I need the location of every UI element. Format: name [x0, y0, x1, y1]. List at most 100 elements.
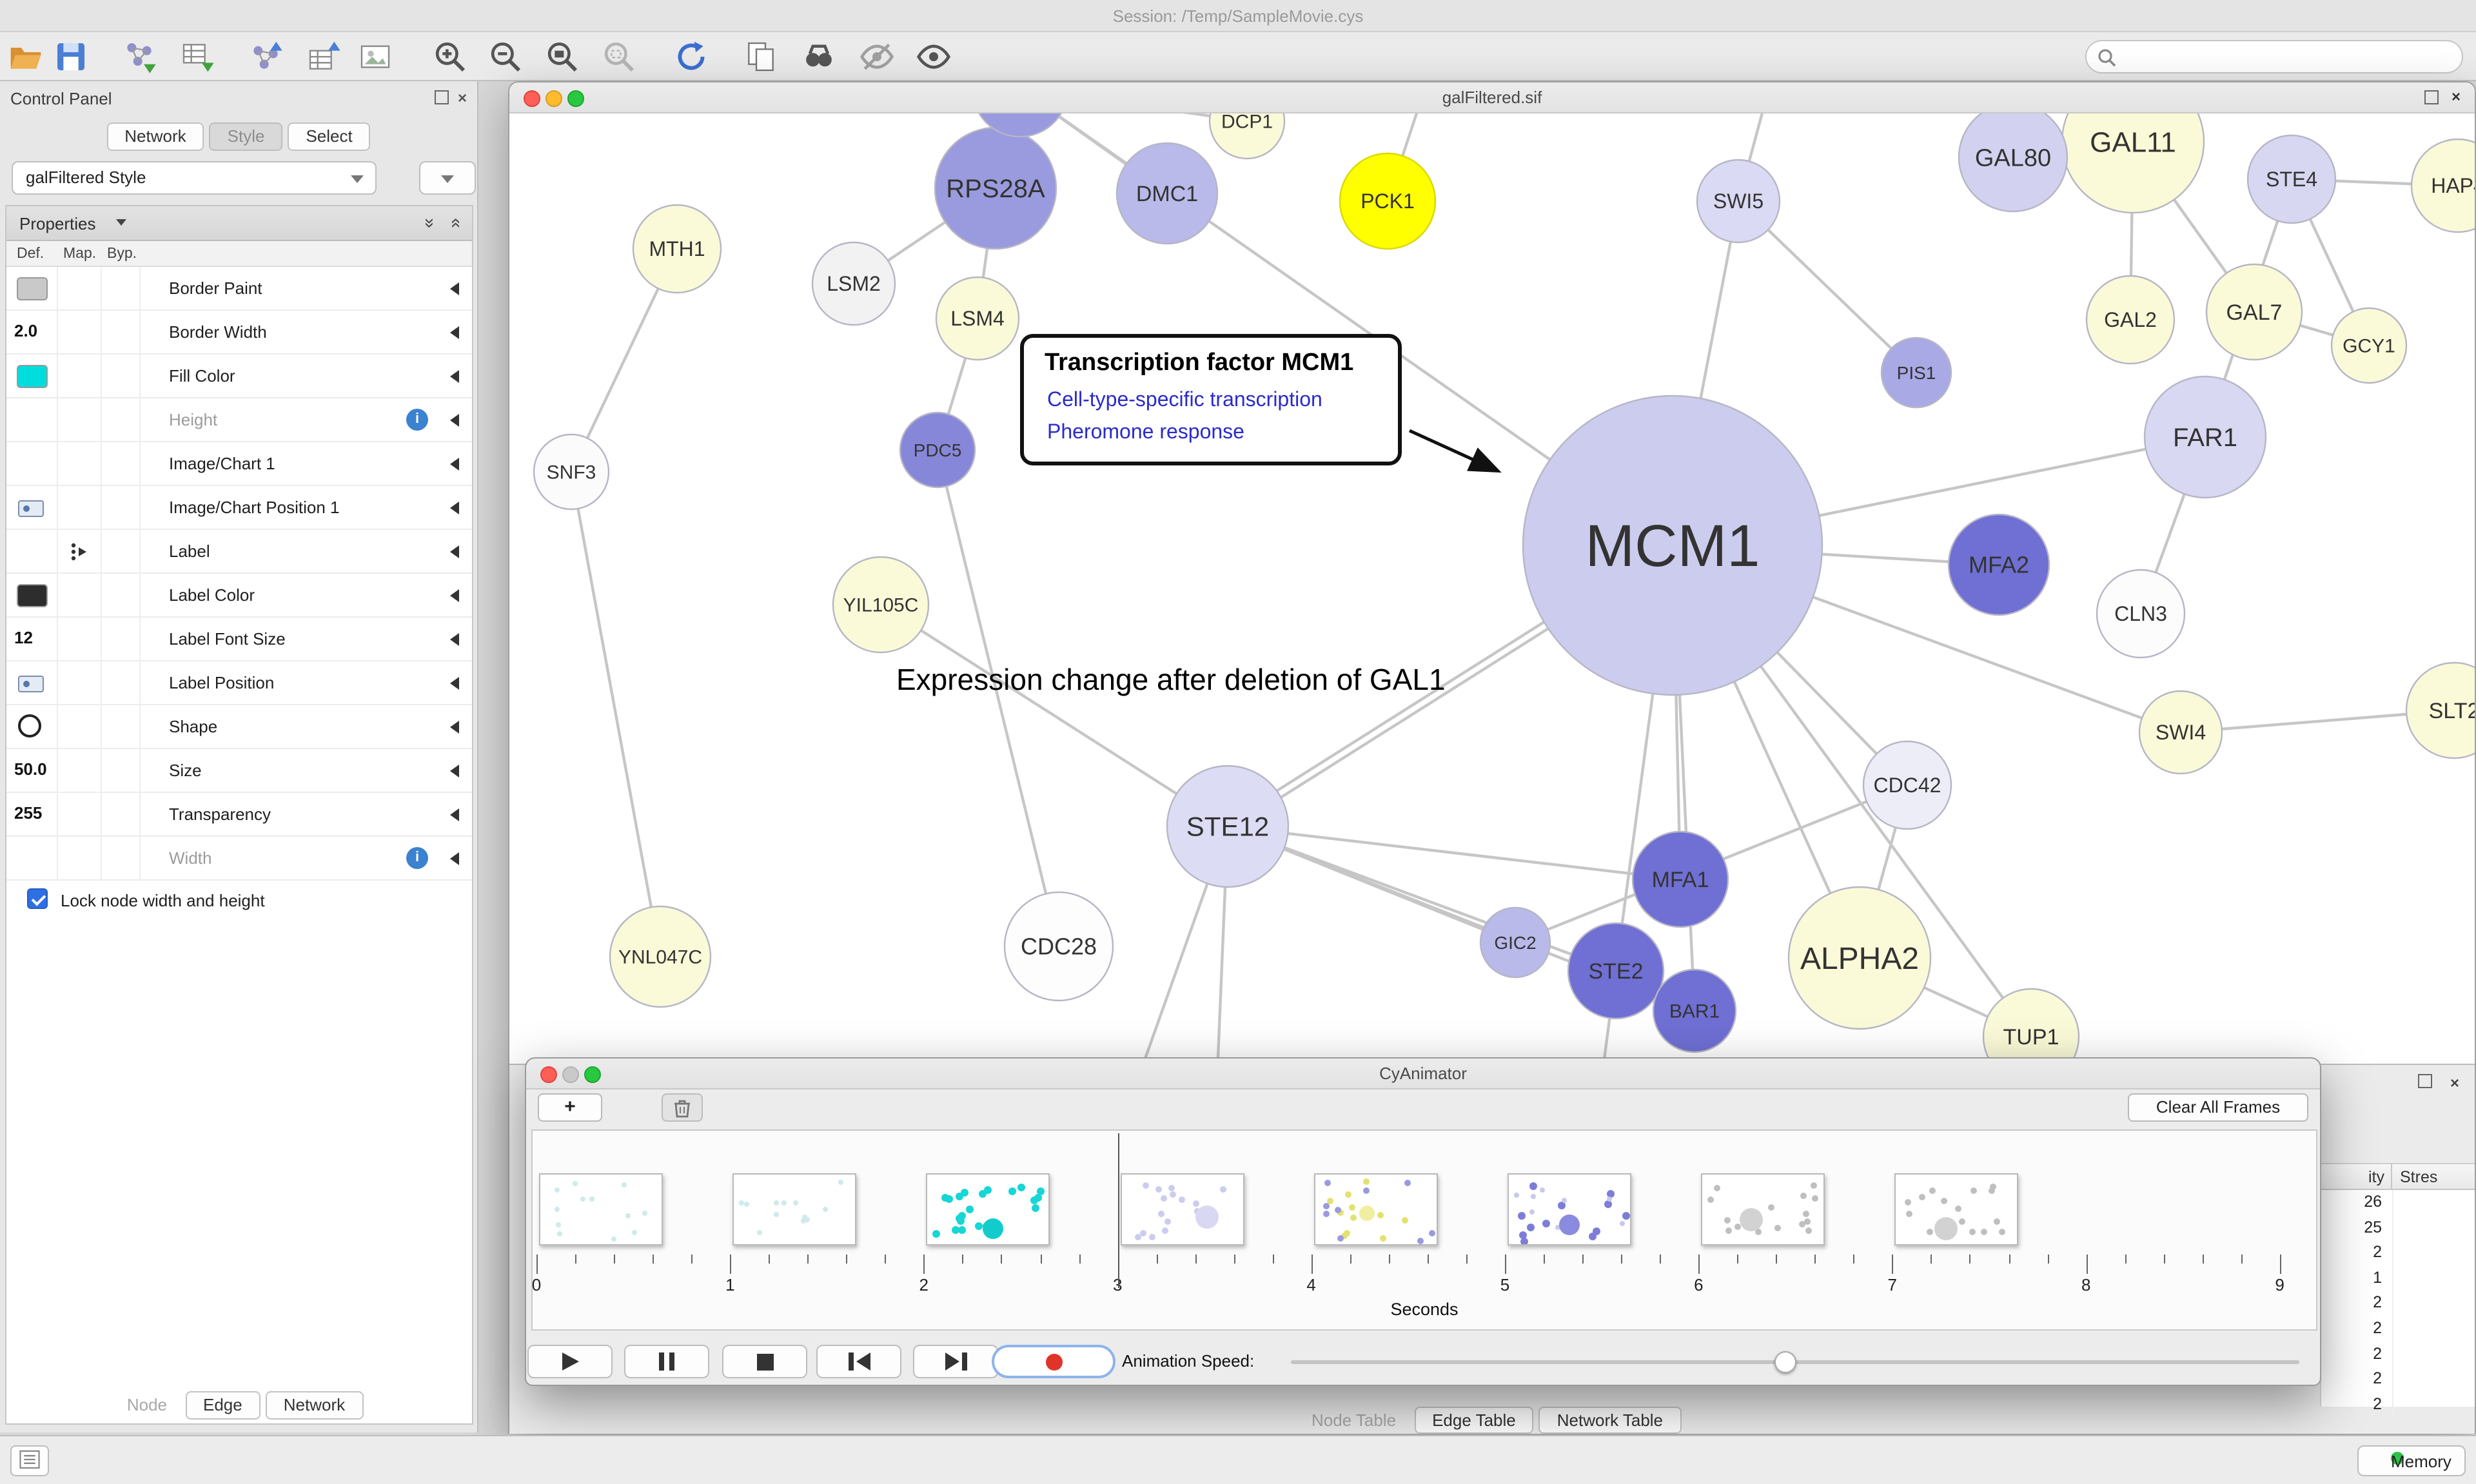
zoom-in-icon[interactable]: [432, 39, 468, 75]
tab-network-bottom[interactable]: Network: [265, 1391, 364, 1420]
timeline-panel[interactable]: 0123456789 Seconds: [531, 1129, 2317, 1331]
network-node-clipped[interactable]: [972, 113, 1068, 138]
maximize-window-icon[interactable]: [584, 1066, 601, 1082]
property-row-fill-color[interactable]: Fill Color: [6, 355, 472, 398]
lock-size-checkbox[interactable]: [27, 888, 48, 909]
network-node-ste2[interactable]: STE2: [1567, 922, 1665, 1020]
annotation-box[interactable]: Transcription factor MCM1 Cell-type-spec…: [1020, 334, 1402, 465]
style-combo[interactable]: galFiltered Style: [12, 161, 377, 195]
network-window-titlebar[interactable]: galFiltered.sif ×: [509, 83, 2475, 113]
network-node-mcm1[interactable]: MCM1: [1522, 395, 1823, 696]
network-node-alpha2[interactable]: ALPHA2: [1787, 886, 1932, 1030]
shape-ellipse-icon[interactable]: [18, 714, 41, 737]
color-swatch[interactable]: [17, 584, 48, 607]
network-node-swi5[interactable]: SWI5: [1696, 159, 1781, 244]
network-node-dmc1[interactable]: DMC1: [1115, 142, 1219, 245]
float-panel-icon[interactable]: [435, 90, 449, 104]
network-node-gal2[interactable]: GAL2: [2085, 275, 2176, 365]
table-row[interactable]: 25: [2321, 1215, 2475, 1241]
frame-thumbnail-0[interactable]: [539, 1173, 663, 1245]
frame-thumbnail-3[interactable]: [1120, 1173, 1244, 1245]
frame-thumbnail-4[interactable]: [1313, 1173, 1438, 1245]
network-node-cdc28[interactable]: CDC28: [1003, 891, 1114, 1002]
network-node-hap4[interactable]: HAP4: [2410, 138, 2475, 233]
annotation-link-2[interactable]: Pheromone response: [1047, 422, 1244, 444]
expand-row-icon[interactable]: [450, 721, 459, 734]
properties-header[interactable]: Properties » »: [6, 206, 472, 241]
close-table-icon[interactable]: ×: [2450, 1074, 2459, 1092]
expand-row-icon[interactable]: [450, 502, 459, 514]
frame-thumbnail-7[interactable]: [1894, 1173, 2019, 1245]
tab-node[interactable]: Node: [126, 1395, 167, 1414]
network-node-mfa2[interactable]: MFA2: [1947, 513, 2050, 616]
import-network-icon[interactable]: [121, 39, 157, 75]
search-field[interactable]: [2085, 40, 2463, 73]
close-panel-icon[interactable]: ×: [457, 89, 467, 107]
pause-button[interactable]: [624, 1345, 709, 1378]
color-swatch[interactable]: [17, 277, 48, 300]
info-icon[interactable]: i: [406, 847, 428, 869]
add-frame-button[interactable]: +: [538, 1093, 602, 1122]
table-row[interactable]: 2: [2321, 1316, 2475, 1342]
maximize-window-icon[interactable]: [567, 90, 584, 106]
frame-thumbnail-5[interactable]: [1508, 1173, 1631, 1245]
refresh-view-icon[interactable]: [673, 39, 709, 75]
animation-speed-slider[interactable]: [1291, 1351, 2299, 1373]
save-session-icon[interactable]: [53, 39, 89, 75]
expand-row-icon[interactable]: [450, 765, 459, 777]
table-row[interactable]: 2: [2321, 1342, 2475, 1367]
network-node-dcp1[interactable]: DCP1: [1208, 113, 1286, 160]
show-all-icon[interactable]: [916, 39, 952, 75]
network-caption[interactable]: Expression change after deletion of GAL1: [896, 663, 1446, 696]
network-node-cdc42[interactable]: CDC42: [1862, 740, 1952, 830]
export-network-icon[interactable]: [248, 39, 284, 75]
network-node-far1[interactable]: FAR1: [2143, 375, 2267, 499]
stop-button[interactable]: [722, 1345, 807, 1378]
tab-network[interactable]: Network: [106, 122, 204, 151]
position-icon[interactable]: [18, 676, 44, 692]
network-node-rps28a[interactable]: RPS28A: [934, 126, 1057, 250]
network-node-gal11[interactable]: GAL11: [2061, 113, 2205, 214]
network-node-ynl047c[interactable]: YNL047C: [609, 905, 712, 1008]
table-row[interactable]: 2: [2321, 1392, 2475, 1418]
network-node-gal7[interactable]: GAL7: [2205, 263, 2303, 361]
property-row-image-chart-position-1[interactable]: Image/Chart Position 1: [6, 486, 472, 530]
property-row-image-chart-1[interactable]: Image/Chart 1: [6, 442, 472, 486]
table-col-centrality[interactable]: ity: [2368, 1168, 2384, 1186]
expand-row-icon[interactable]: [450, 370, 459, 383]
expand-row-icon[interactable]: [450, 852, 459, 865]
collapse-all-icon[interactable]: »: [444, 218, 465, 228]
tab-style[interactable]: Style: [209, 122, 283, 151]
network-node-ste12[interactable]: STE12: [1166, 765, 1290, 888]
tab-network-table[interactable]: Network Table: [1538, 1407, 1682, 1434]
expand-row-icon[interactable]: [450, 677, 459, 690]
table-row[interactable]: 2: [2321, 1240, 2475, 1266]
table-row[interactable]: 26: [2321, 1190, 2475, 1216]
copy-icon[interactable]: [743, 39, 779, 75]
tab-edge[interactable]: Edge: [185, 1391, 260, 1420]
close-window-icon[interactable]: [524, 90, 540, 106]
network-node-yil105c[interactable]: YIL105C: [832, 556, 930, 654]
speed-slider-handle[interactable]: [1774, 1351, 1796, 1373]
frame-thumbnail-1[interactable]: [732, 1173, 857, 1245]
zoom-selected-icon[interactable]: [601, 39, 637, 75]
table-row[interactable]: 2: [2321, 1367, 2475, 1392]
expand-row-icon[interactable]: [450, 282, 459, 295]
network-node-gcy1[interactable]: GCY1: [2330, 307, 2408, 384]
column-divider[interactable]: [2391, 1164, 2392, 1191]
frame-thumbnail-6[interactable]: [1701, 1173, 1825, 1245]
zoom-fit-icon[interactable]: [544, 39, 580, 75]
expand-row-icon[interactable]: [450, 589, 459, 602]
expand-row-icon[interactable]: [450, 633, 459, 646]
expand-row-icon[interactable]: [450, 326, 459, 339]
network-node-cln3[interactable]: CLN3: [2096, 569, 2186, 659]
first-neighbors-icon[interactable]: [801, 39, 837, 75]
property-row-label-color[interactable]: Label Color: [6, 574, 472, 618]
tab-select[interactable]: Select: [288, 122, 371, 151]
play-button[interactable]: [527, 1345, 613, 1378]
float-table-icon[interactable]: [2417, 1074, 2432, 1088]
